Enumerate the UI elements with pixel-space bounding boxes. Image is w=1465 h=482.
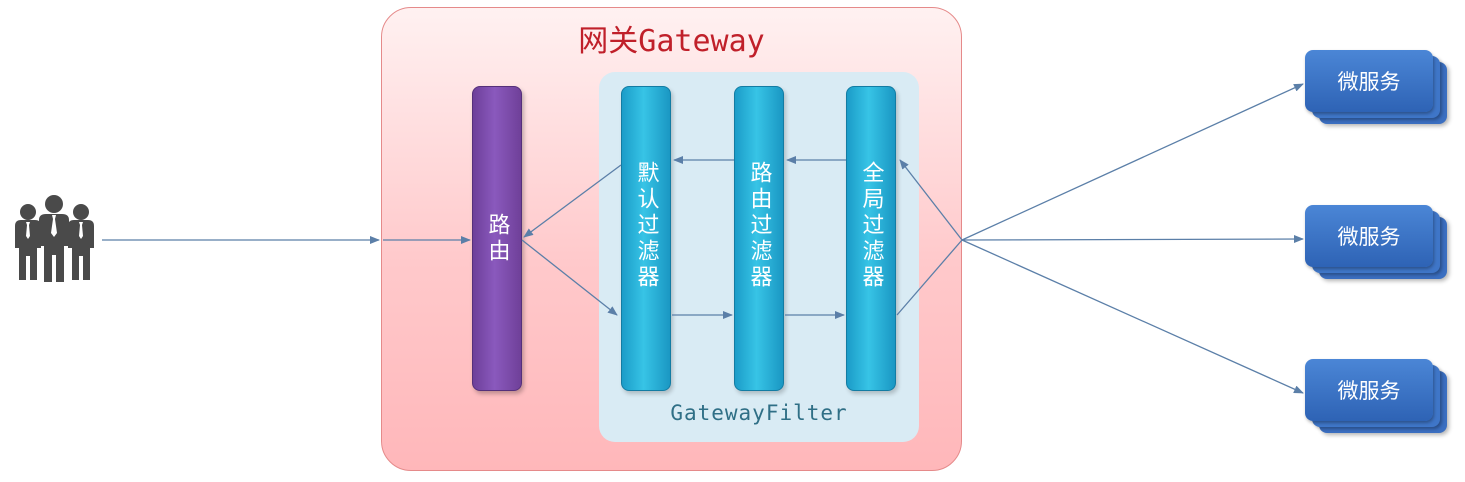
default-filter-pillar: 默认过滤器	[621, 86, 671, 391]
route-filter-pillar: 路由过滤器	[734, 86, 784, 391]
gateway-title: 网关Gateway	[578, 24, 765, 59]
microservice-label: 微服务	[1305, 205, 1433, 267]
microservice-label: 微服务	[1305, 50, 1433, 112]
microservice-label: 微服务	[1305, 359, 1433, 421]
hub-to-service-arrow	[961, 235, 1304, 244]
default-filter-label: 默认过滤器	[633, 161, 659, 291]
filters-to-router-return-arrow	[523, 164, 622, 238]
route-filter-label: 路由过滤器	[746, 161, 772, 291]
global-filter-pillar: 全局过滤器	[846, 86, 896, 391]
microservice-node: 微服务	[1305, 359, 1447, 433]
global-filter-label: 全局过滤器	[858, 161, 884, 291]
router-pillar: 路由	[472, 86, 522, 391]
gateway-filter-caption: GatewayFilter	[670, 401, 848, 425]
hub-to-service-arrow	[961, 239, 1304, 394]
users-group-icon	[15, 195, 94, 282]
router-to-filters-arrow	[521, 239, 618, 316]
microservice-node: 微服务	[1305, 50, 1447, 124]
filters-to-hub-line	[896, 239, 963, 316]
microservice-node: 微服务	[1305, 205, 1447, 279]
router-label: 路由	[484, 212, 510, 265]
hub-to-service-arrow	[961, 83, 1304, 241]
hub-to-filters-return-arrow	[899, 159, 963, 241]
